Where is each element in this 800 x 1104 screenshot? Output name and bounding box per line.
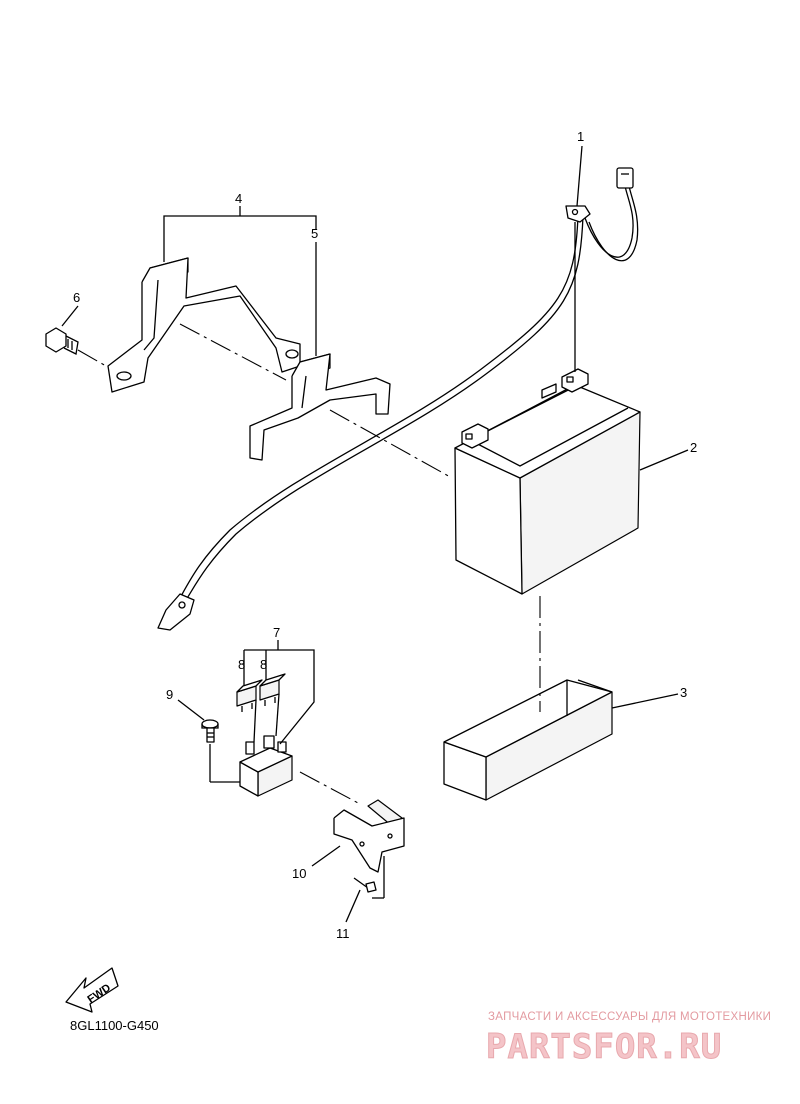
- watermark-brand: PARTSFOR.RU: [486, 1027, 722, 1067]
- callout-10: 10: [292, 866, 306, 881]
- fuse-left: [236, 679, 263, 712]
- callout-6: 6: [73, 290, 80, 305]
- watermark-tagline: ЗАПЧАСТИ И АКСЕССУАРЫ ДЛЯ МОТОТЕХНИКИ: [488, 1011, 771, 1023]
- fuse-right: [259, 673, 286, 706]
- assembly-lines: [77, 222, 576, 899]
- callout-4: 4: [235, 191, 242, 206]
- callout-11: 11: [336, 926, 350, 941]
- callout-8-left: 8: [238, 657, 245, 672]
- screw: [201, 719, 219, 743]
- bolt: [45, 327, 79, 355]
- battery-case: [443, 679, 613, 801]
- watermark: ЗАПЧАСТИ И АКСЕССУАРЫ ДЛЯ МОТОТЕХНИКИ PA…: [486, 1011, 771, 1068]
- diagram-code: 8GL1100-G450: [70, 1018, 159, 1033]
- rivet: [353, 877, 377, 893]
- callout-2: 2: [690, 440, 697, 455]
- callout-1: 1: [577, 129, 584, 144]
- battery: [454, 368, 641, 595]
- starter-relay: [239, 735, 293, 797]
- callout-labels: 1 2 3 4 5 6 7 8 8 9 10 11: [73, 129, 697, 941]
- battery-band: [107, 257, 301, 393]
- battery-bracket: [249, 353, 391, 461]
- callout-3: 3: [680, 685, 687, 700]
- relay-bracket: [333, 799, 405, 873]
- callout-5: 5: [311, 226, 318, 241]
- callout-7: 7: [273, 625, 280, 640]
- callout-9: 9: [166, 687, 173, 702]
- battery-cable: [157, 167, 639, 631]
- leader-lines: [61, 145, 689, 923]
- callout-8-right: 8: [260, 657, 267, 672]
- fwd-arrow: FWD: [65, 967, 119, 1013]
